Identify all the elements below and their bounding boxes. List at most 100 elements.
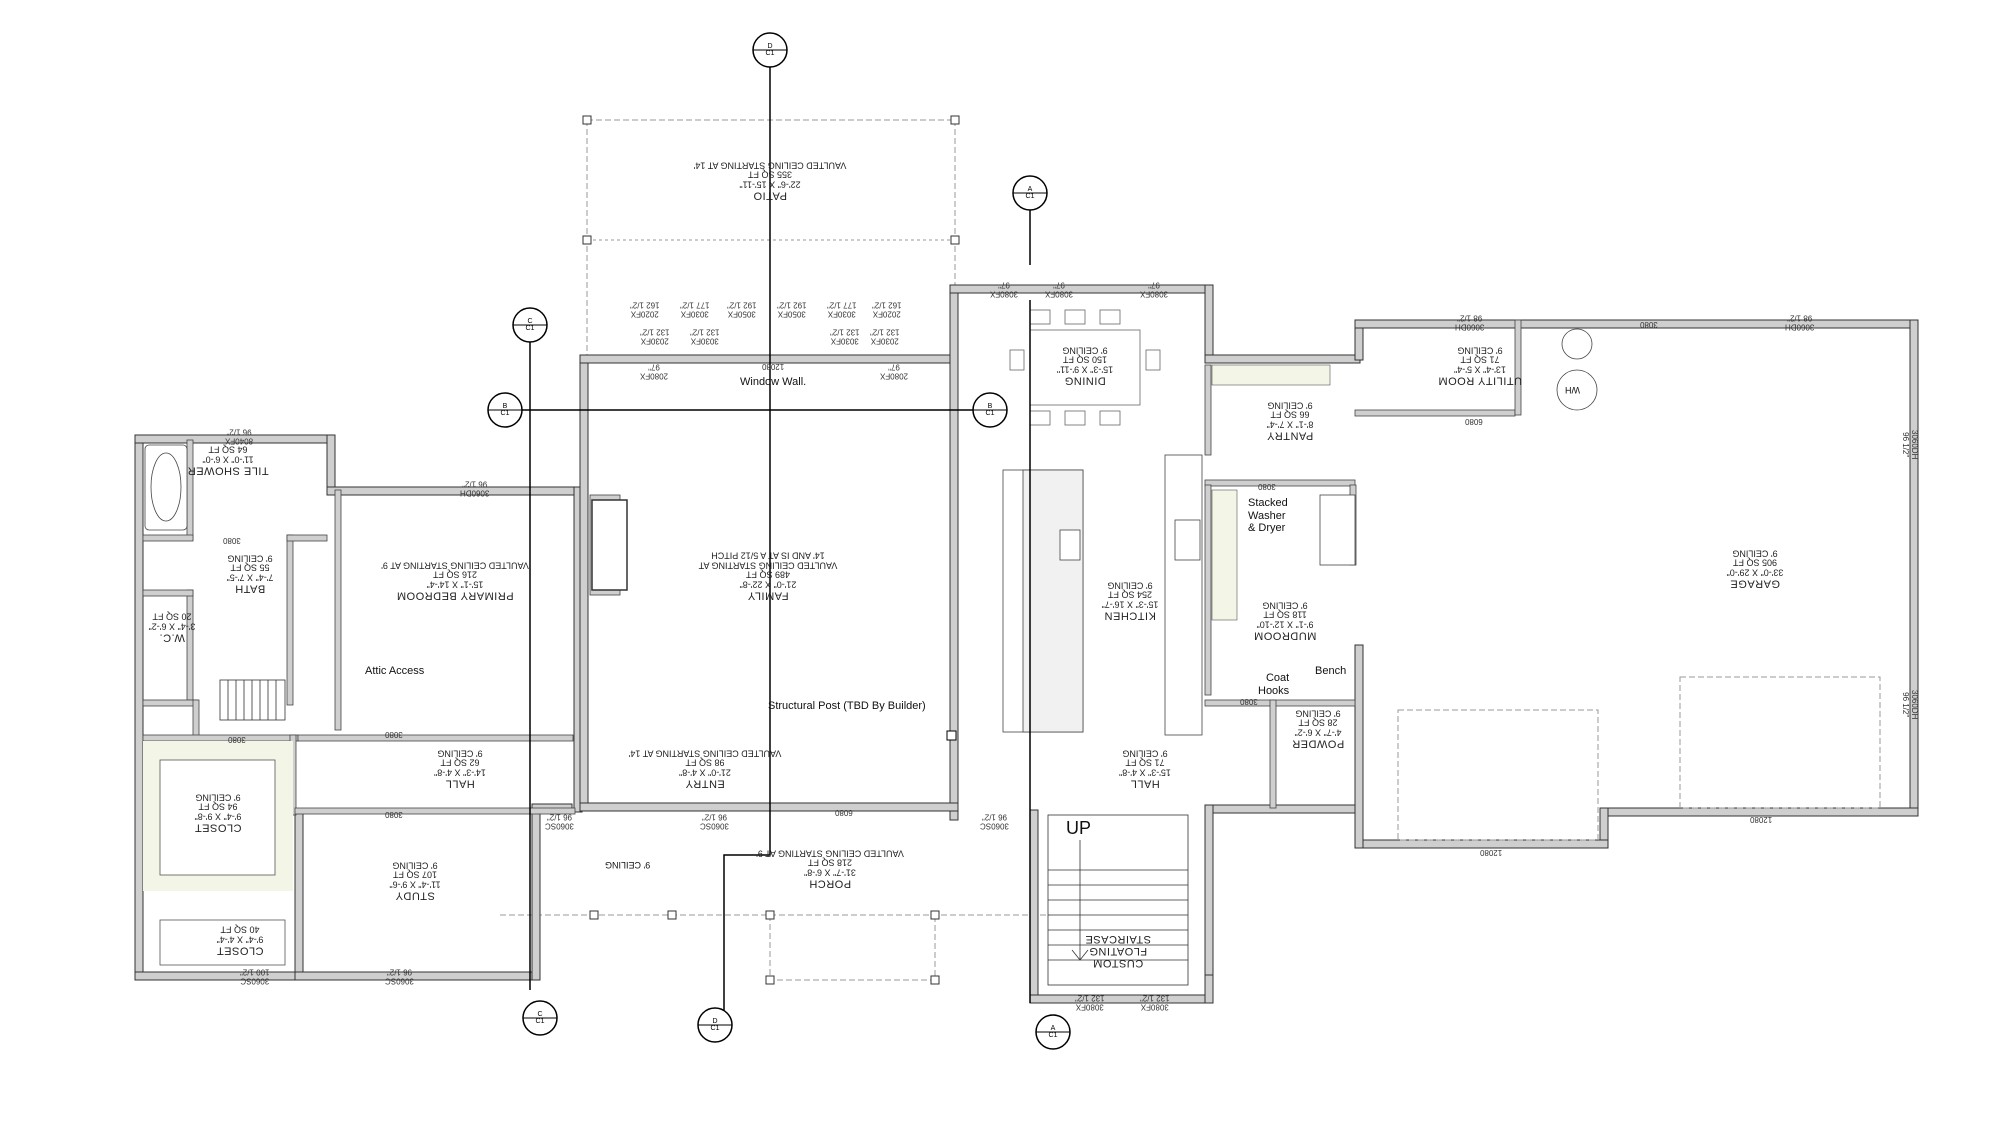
window-dim: 96 1/2" bbox=[386, 967, 413, 977]
window-dim: 132 1/2" bbox=[640, 327, 670, 337]
room-powder-label: POWDER 4'-7" X 6'-2" 28 SQ FT 9' CEILING bbox=[1292, 707, 1345, 749]
room-dim: 4'-7" X 6'-2" bbox=[1294, 727, 1342, 738]
room-name-2: FLOATING bbox=[1088, 944, 1148, 957]
marker-letter: A bbox=[1027, 186, 1033, 193]
window-code: 3060DH bbox=[1455, 322, 1485, 332]
utility-appliances bbox=[1319, 328, 1598, 566]
room-tileshower-label: TILE SHOWER 11'-0" X 6'-0" 64 SQ FT bbox=[187, 444, 268, 477]
window-dim: 132 1/2" bbox=[870, 327, 900, 337]
room-dining-label: DINING 15'-3" X 9'-11" 150 SQ FT 9' CEIL… bbox=[1056, 344, 1114, 386]
room-name: PANTRY bbox=[1266, 429, 1314, 442]
room-dim: 33'-0" X 29'-0" bbox=[1726, 567, 1784, 578]
section-markers bbox=[487, 32, 1071, 1050]
window-label: 12080 bbox=[762, 362, 784, 371]
window-code: 2080FX bbox=[880, 371, 909, 381]
marker-sheet: C1 bbox=[525, 325, 535, 332]
room-ceiling: 9' CEILING bbox=[392, 860, 438, 871]
room-name: HALL bbox=[1130, 777, 1160, 790]
door-label: 6080 bbox=[1465, 417, 1483, 426]
marker-letter: D bbox=[767, 43, 773, 50]
structural-post-note: Structural Post (TBD By Builder) bbox=[768, 700, 926, 712]
room-area: 71 SQ FT bbox=[1125, 757, 1165, 768]
window-dim: 96 1/2" bbox=[1901, 692, 1911, 718]
stair-up-note: UP bbox=[1066, 818, 1092, 838]
room-name-3: STAIRCASE bbox=[1084, 933, 1152, 946]
room-name: KITCHEN bbox=[1104, 609, 1156, 622]
washer-line-2: Washer bbox=[1248, 509, 1286, 522]
porch-outline bbox=[500, 914, 1050, 981]
washer-line-1: Stacked bbox=[1248, 497, 1288, 509]
door-label: 3080 bbox=[385, 810, 403, 819]
room-family-label: FAMILY 21'-0" X 22'-8" 489 SQ FT VAULTED… bbox=[699, 550, 838, 601]
window-dim: 96 1/2" bbox=[226, 427, 252, 437]
room-ceiling: VAULTED CEILING STARTING AT 14' bbox=[628, 748, 782, 759]
window-code: 3050FX bbox=[727, 309, 756, 319]
bathtub bbox=[144, 444, 188, 531]
window-code: 3080FX bbox=[1045, 289, 1074, 299]
closet-inner bbox=[159, 759, 276, 876]
room-ceiling: VAULTED CEILING STARTING AT bbox=[698, 560, 838, 571]
room-ceiling: 9' CEILING bbox=[1457, 345, 1503, 356]
marker-sheet: C1 bbox=[500, 410, 510, 417]
coat-hooks-note: Coat Hooks bbox=[1258, 672, 1289, 697]
room-ceiling-2: 14' AND IS AT A 5/12 PITCH bbox=[711, 550, 825, 561]
room-area: 107 SQ FT bbox=[393, 869, 438, 880]
room-area: 218 SQ FT bbox=[807, 857, 853, 868]
marker-letter: A bbox=[1050, 1025, 1056, 1032]
room-ceiling: VAULTED CEILING STARTING AT 9' bbox=[756, 848, 904, 859]
window-dim: 96 1/2" bbox=[701, 812, 728, 822]
section-lines bbox=[508, 65, 1031, 1010]
marker-letter: D bbox=[712, 1018, 718, 1025]
room-garage-label: GARAGE 33'-0" X 29'-0" 905 SQ FT 9' CEIL… bbox=[1726, 547, 1784, 589]
window-code: 12080 bbox=[762, 362, 785, 371]
exterior-walls bbox=[134, 284, 1919, 1004]
room-name: HALL bbox=[445, 777, 475, 790]
room-dim: 11'-4" X 9'-6" bbox=[389, 879, 441, 890]
window-dim: 100 1/2" bbox=[240, 967, 270, 977]
room-dim: 13'-4" X 5'-4" bbox=[1454, 364, 1506, 375]
window-dim: 97" bbox=[1053, 280, 1065, 290]
room-dim: 15'-3" X 4'-8" bbox=[1119, 767, 1171, 778]
room-area: 66 SQ FT bbox=[1270, 409, 1310, 420]
marker-sheet: C1 bbox=[710, 1025, 720, 1032]
garage-car-outlines bbox=[1397, 676, 1881, 841]
window-dim: 96 1/2" bbox=[981, 812, 1008, 822]
room-ceiling: 9' CEILING bbox=[1122, 748, 1168, 759]
room-kitchen-label: KITCHEN 15'-3" X 16'-7" 254 SQ FT 9' CEI… bbox=[1102, 579, 1159, 622]
washer-dryer-note: Stacked Washer & Dryer bbox=[1248, 497, 1288, 535]
room-dim: 21'-0" X 4'-8" bbox=[679, 767, 731, 778]
room-dim: 14'-3" X 4'-8" bbox=[434, 767, 486, 778]
room-area: 489 SQ FT bbox=[745, 569, 791, 580]
room-ceiling: 9' CEILING bbox=[1062, 345, 1108, 356]
door-label: 3080 bbox=[228, 735, 246, 744]
room-dim: 22'-6" X 15'-11" bbox=[739, 179, 801, 190]
room-stair-label: CUSTOM FLOATING STAIRCASE bbox=[1084, 932, 1152, 969]
room-name: PATIO bbox=[753, 189, 787, 202]
window-code: 3080FX bbox=[1140, 289, 1169, 299]
room-area: 71 SQ FT bbox=[1460, 354, 1500, 365]
window-dim: 132 1/2" bbox=[690, 327, 720, 337]
window-dim: 192 1/2" bbox=[777, 300, 807, 310]
attic-stair bbox=[219, 679, 286, 721]
room-ceiling: VAULTED CEILING STARTING AT 9' bbox=[381, 560, 529, 571]
room-dim: 15'-3" X 9'-11" bbox=[1056, 364, 1114, 375]
room-area: 94 SQ FT bbox=[198, 801, 238, 812]
window-code: 3080FX bbox=[1140, 1002, 1169, 1012]
window-dim: 177 1/2" bbox=[680, 300, 710, 310]
